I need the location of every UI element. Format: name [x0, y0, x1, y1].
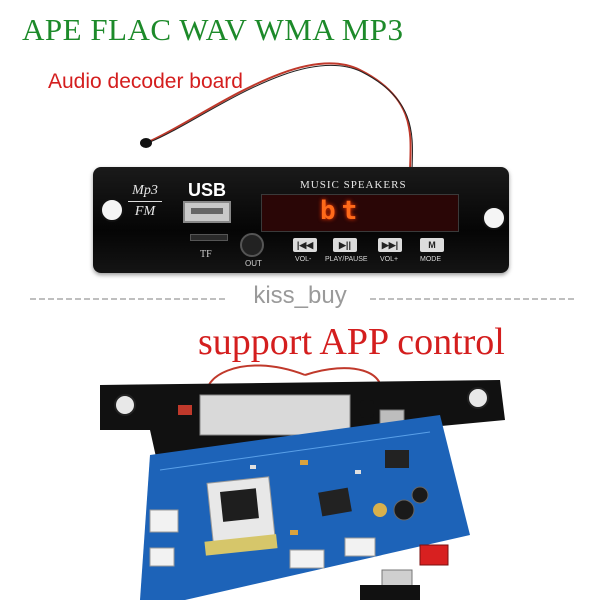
mode-button[interactable]: M — [420, 238, 444, 252]
mp3-fm-logo: Mp3 FM — [128, 183, 162, 220]
pcb-board-photo — [100, 364, 505, 600]
next-button[interactable]: ▶▶| — [378, 238, 402, 252]
logo-fm-text: FM — [134, 204, 156, 219]
out-label: OUT — [245, 259, 262, 268]
dashed-separator — [30, 298, 575, 300]
play-pause-icon: ▶|| — [339, 240, 351, 250]
led-display — [261, 194, 459, 232]
play-pause-label: PLAY/PAUSE — [325, 256, 368, 263]
next-icon: ▶▶| — [381, 240, 399, 250]
tf-label: TF — [200, 249, 212, 260]
logo-divider — [128, 201, 162, 202]
mode-label: MODE — [420, 256, 441, 263]
prev-button[interactable]: |◀◀ — [293, 238, 317, 252]
watermark-text: kiss_buy — [253, 282, 347, 309]
mode-icon: M — [428, 240, 436, 250]
vol-minus-label: VOL- — [295, 256, 312, 263]
logo-mp3-text: Mp3 — [132, 183, 158, 198]
usb-label: USB — [188, 180, 227, 200]
microphone-capsule — [140, 138, 152, 148]
app-control-feature: support APP control — [198, 321, 505, 363]
prev-icon: |◀◀ — [296, 240, 314, 250]
usb-port[interactable] — [183, 201, 231, 223]
left-screw-hole — [100, 198, 124, 222]
formats-headline: APE FLAC WAV WMA MP3 — [22, 12, 404, 47]
brand-label: MUSIC SPEAKERS — [300, 179, 407, 191]
play-pause-button[interactable]: ▶|| — [333, 238, 357, 252]
right-screw-hole — [482, 206, 506, 230]
vol-plus-label: VOL+ — [380, 256, 399, 263]
product-subtitle: Audio decoder board — [48, 70, 243, 93]
led-display-text: bt — [320, 196, 364, 226]
audio-out-jack[interactable] — [240, 233, 264, 257]
tf-card-slot[interactable] — [190, 234, 228, 241]
